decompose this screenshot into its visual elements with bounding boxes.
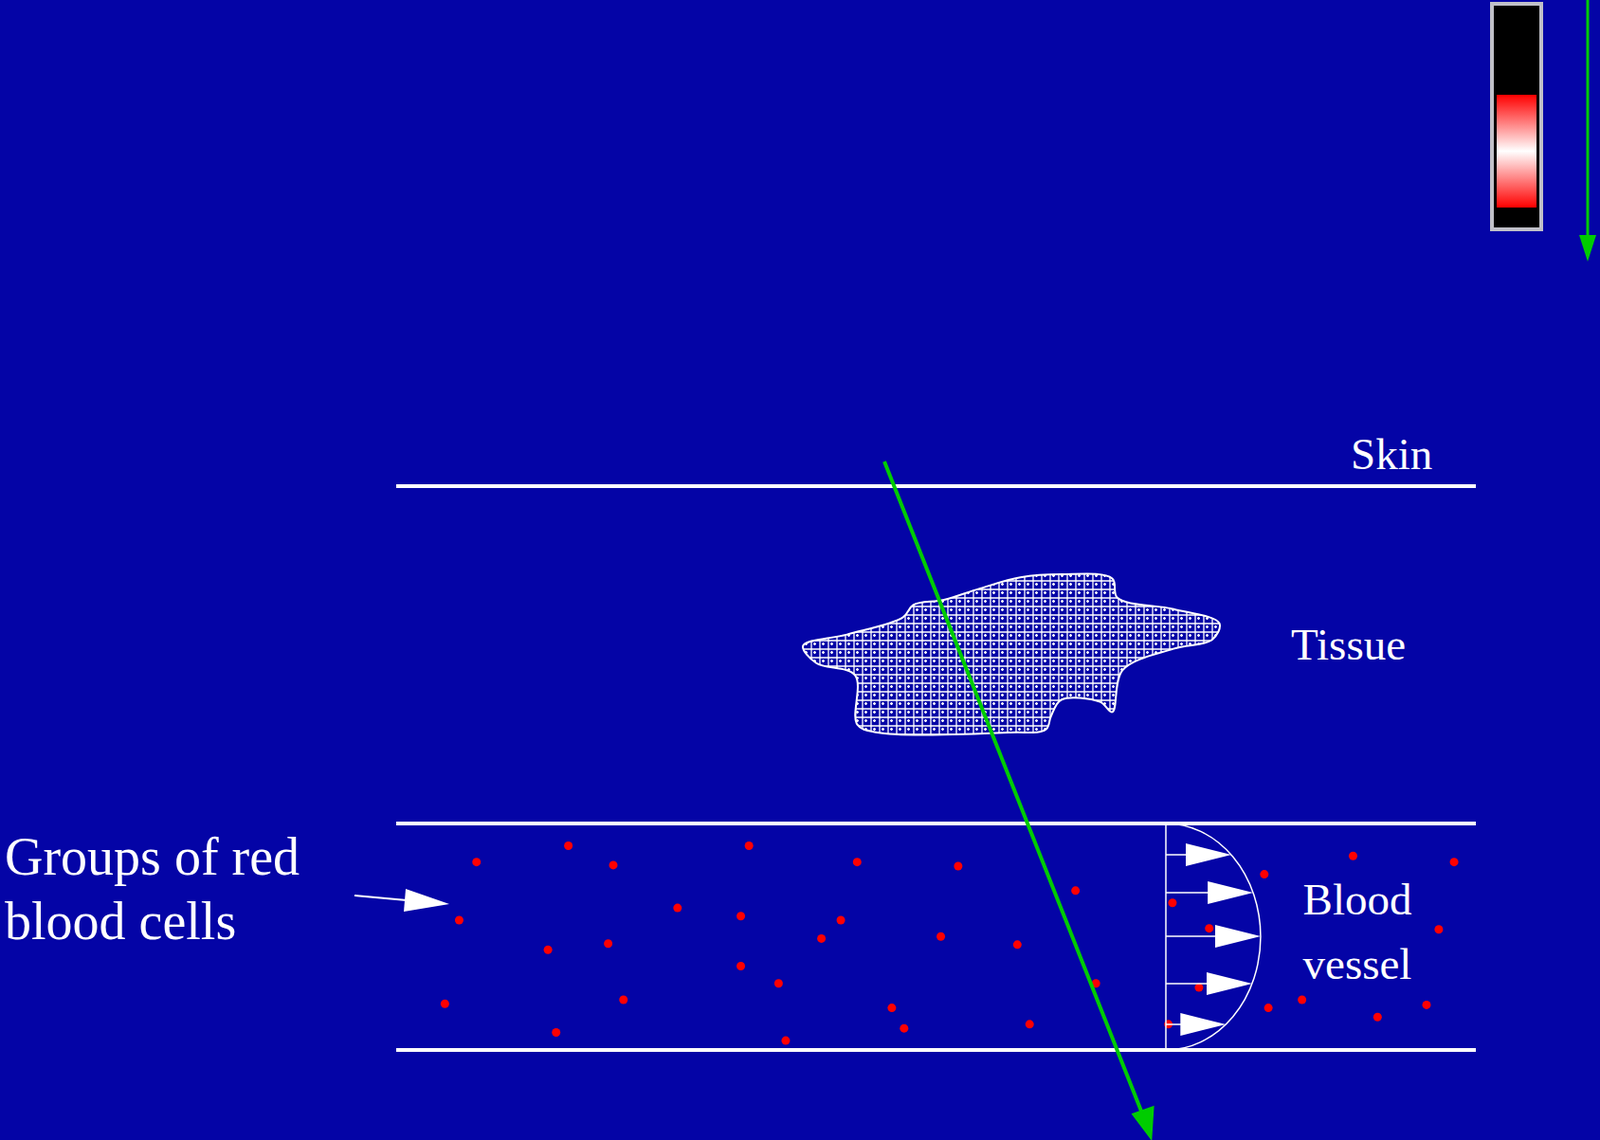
tissue-label: Tissue	[1290, 616, 1462, 673]
red-blood-cells	[440, 841, 1459, 1046]
red-blood-cell	[563, 841, 573, 851]
transducer	[1491, 3, 1542, 230]
profile-curve	[1165, 823, 1261, 1051]
red-blood-cell	[1297, 996, 1307, 1005]
skin-label: Skin	[1350, 425, 1522, 483]
velocity-arrow	[1180, 1013, 1226, 1037]
red-blood-cell	[1348, 852, 1358, 861]
red-blood-cell	[745, 841, 754, 851]
red-blood-cell	[1421, 1000, 1431, 1010]
red-blood-cell	[1259, 870, 1269, 879]
red-blood-cell	[736, 911, 746, 921]
pointer-arrow	[354, 889, 450, 912]
velocity-arrow	[1207, 881, 1254, 905]
red-blood-cell	[953, 861, 963, 871]
red-blood-cell	[1373, 1013, 1382, 1022]
red-blood-cell	[736, 962, 746, 971]
vessel-wall	[396, 821, 1476, 826]
red-blood-cell	[899, 1024, 909, 1034]
rbc-label: Groups of red blood cells	[4, 824, 361, 954]
tissue-outline	[802, 574, 1220, 736]
red-blood-cell	[853, 857, 862, 867]
red-blood-cell	[618, 996, 628, 1005]
red-blood-cell	[472, 857, 481, 867]
ultrasound-beam	[884, 461, 1153, 1138]
red-blood-cell	[603, 939, 613, 948]
red-blood-cell	[1434, 925, 1443, 934]
red-blood-cell	[1264, 1003, 1273, 1013]
red-blood-cell	[672, 904, 682, 913]
red-blood-cell	[781, 1036, 790, 1046]
skin-line	[396, 484, 1476, 489]
velocity-arrow	[1215, 925, 1261, 948]
vessel-label: Blood vessel	[1281, 867, 1434, 997]
red-blood-cell	[1204, 924, 1214, 933]
red-blood-cell	[1025, 1019, 1035, 1029]
red-blood-cell	[1013, 940, 1022, 949]
red-blood-cell	[936, 932, 946, 942]
vessel-wall	[396, 1048, 1476, 1053]
red-blood-cell	[1194, 983, 1203, 993]
red-blood-cell	[1450, 857, 1459, 867]
velocity-profile	[1165, 823, 1261, 1051]
red-blood-cell	[608, 860, 618, 870]
velocity-arrow	[1206, 972, 1253, 996]
red-blood-cell	[887, 1003, 896, 1013]
beam-direction-arrow	[1579, 0, 1597, 262]
red-blood-cell	[1167, 898, 1177, 908]
red-blood-cell	[544, 945, 553, 955]
tissue-blob	[802, 574, 1220, 736]
red-blood-cell	[836, 916, 846, 926]
red-blood-cell	[1071, 886, 1080, 895]
velocity-line	[1165, 935, 1223, 938]
red-blood-cell	[454, 916, 464, 926]
red-blood-cell	[817, 934, 826, 944]
red-blood-cell	[440, 1000, 450, 1009]
velocity-arrow	[1185, 843, 1232, 867]
red-blood-cell	[774, 979, 783, 988]
red-blood-cell	[551, 1028, 561, 1037]
